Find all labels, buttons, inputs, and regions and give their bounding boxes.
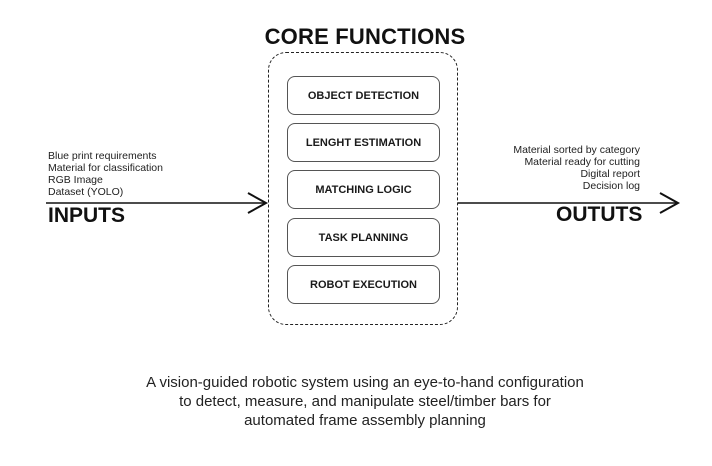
caption-line: to detect, measure, and manipulate steel… [179,393,551,410]
input-item: Material for classification [48,162,163,174]
function-task-planning: TASK PLANNING [287,218,440,257]
inputs-label: INPUTS [48,204,126,227]
outputs-list: Material sorted by category Material rea… [513,144,640,192]
input-item: Blue print requirements [48,150,157,162]
output-item: Digital report [580,168,640,180]
output-item: Decision log [582,180,640,192]
output-item: Material sorted by category [513,144,640,156]
input-item: RGB Image [48,174,103,186]
input-item: Dataset (YOLO) [48,186,124,198]
inputs-list: Blue print requirements Material for cla… [48,150,163,198]
function-matching-logic: MATCHING LOGIC [287,170,440,209]
output-arrow [458,192,681,214]
function-object-detection: OBJECT DETECTION [287,76,440,115]
output-item: Material ready for cutting [524,156,640,168]
function-length-estimation: LENGHT ESTIMATION [287,123,440,162]
diagram-caption: A vision-guided robotic system using an … [100,373,630,430]
outputs-label: OUTUTS [556,203,643,226]
function-robot-execution: ROBOT EXECUTION [287,265,440,304]
caption-line: automated frame assembly planning [244,412,486,429]
input-arrow [46,192,269,214]
core-functions-title: CORE FUNCTIONS [264,24,466,49]
core-functions-container [268,52,458,325]
caption-line: A vision-guided robotic system using an … [146,374,584,391]
